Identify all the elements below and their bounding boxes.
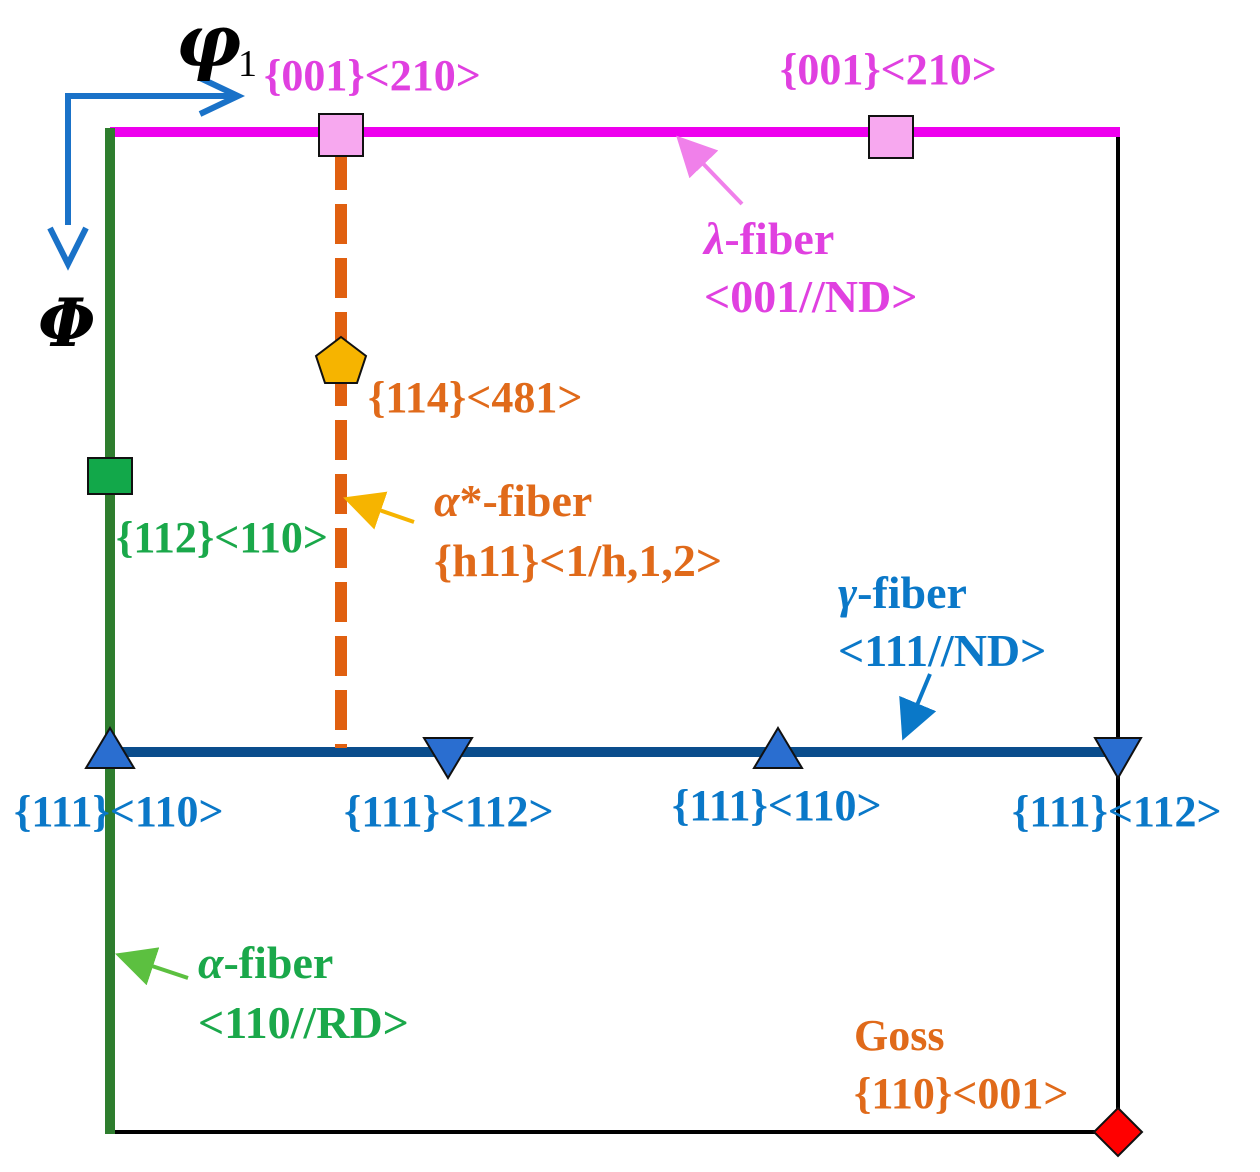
goss-title: Goss [854, 1011, 944, 1060]
marker-111-110-left [84, 726, 136, 769]
phi1-symbol: φ [176, 0, 241, 83]
marker-001-210-left [318, 113, 364, 157]
alpha-fiber-direction: <110//RD> [198, 997, 409, 1048]
marker-111-112-left [422, 737, 474, 780]
label-111-110-right: {111}<110> [672, 781, 882, 830]
alpha-fiber-title: α-fiber [198, 937, 333, 988]
label-111-112-left: {111}<112> [344, 787, 554, 836]
lambda-fiber-direction: <001//ND> [704, 271, 917, 322]
marker-114-481 [314, 335, 368, 384]
marker-111-112-right [1093, 737, 1143, 781]
marker-112-110 [87, 457, 133, 495]
marker-goss [1092, 1106, 1144, 1158]
label-114-481: {114}<481> [368, 373, 582, 422]
label-001-210-left: {001}<210> [264, 51, 481, 100]
alpha-star-fiber-direction: {h11}<1/h,1,2> [434, 535, 722, 586]
alpha-star-leader-arrow [343, 491, 415, 530]
alpha-leader-arrow [115, 947, 189, 986]
phi1-subscript: 1 [238, 43, 257, 85]
label-112-110: {112}<110> [116, 513, 328, 562]
label-111-110-left: {111}<110> [14, 787, 224, 836]
gamma-leader-arrow [899, 673, 937, 741]
label-111-112-right: {111}<112> [1012, 787, 1222, 836]
phi-axis-arrow [47, 226, 89, 271]
phi1-axis-arrow [65, 75, 246, 225]
alpha-star-fiber-title: α*-fiber [434, 475, 592, 526]
marker-111-110-right [752, 726, 804, 769]
lambda-leader-arrow [676, 135, 744, 206]
marker-001-210-right [868, 115, 914, 159]
lambda-fiber-title: λ-fiber [702, 213, 834, 264]
gamma-fiber-direction: <111//ND> [838, 625, 1046, 676]
phi-symbol: Φ [38, 284, 96, 362]
goss-orientation: {110}<001> [854, 1069, 1068, 1118]
gamma-fiber-title: γ-fiber [838, 567, 967, 618]
label-001-210-right: {001}<210> [780, 45, 997, 94]
